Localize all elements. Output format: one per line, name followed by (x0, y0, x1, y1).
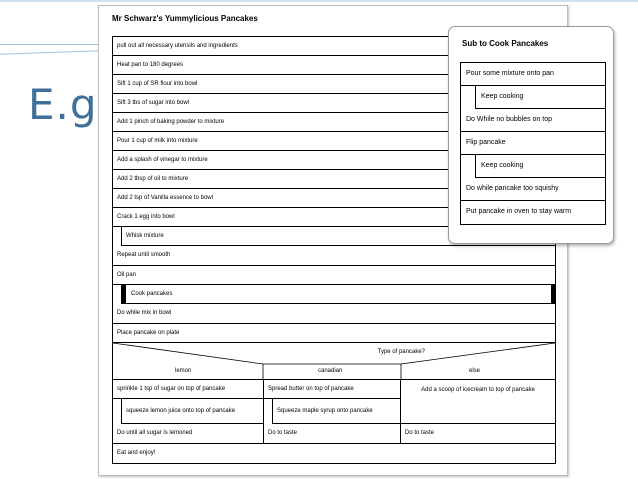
case-loop-condition: Do to taste (268, 430, 298, 436)
case-option-else: else (469, 368, 481, 374)
step: Heat pan to 180 degrees (113, 56, 555, 75)
case-columns: sprinkle 1 tsp of sugar on top of pancak… (113, 380, 555, 444)
sub-loop-body: Keep cooking (475, 86, 605, 109)
subprogram-title: Sub to Cook Pancakes (462, 39, 549, 48)
case-option-canadian: canadian (318, 368, 343, 374)
step: Crack 1 egg into bowl (113, 208, 555, 227)
loop-block: Whisk mixture Repeat until smooth (113, 227, 555, 266)
step: Sift 1 cup of SR flour into bowl (113, 75, 555, 94)
loop-condition: Repeat until smooth (117, 252, 171, 258)
sub-loop-body: Keep cooking (475, 155, 605, 178)
step: pull out all necessary utensils and ingr… (113, 37, 555, 56)
decorative-line (0, 50, 100, 55)
subprogram-bar-left (122, 285, 126, 303)
step: Add 1 pinch of baking powder to mixture (113, 113, 555, 132)
case-divider-lines (113, 343, 555, 380)
sub-loop-condition: Do While no bubbles on top (461, 109, 605, 132)
step: Add 2 tsp of Vanilla essence to bowl (113, 189, 555, 208)
subprogram-structure-diagram: Pour some mixture onto pan Keep cooking … (460, 62, 606, 225)
decorative-line (0, 44, 100, 45)
slide-heading: E.g. (28, 80, 112, 129)
case-loop-condition: Do to taste (405, 430, 435, 436)
sub-step: Flip pancake (461, 132, 605, 155)
step: Oil pan (113, 266, 555, 285)
step: Add a splash of vinegar to mixture (113, 151, 555, 170)
step: Pour 1 cup of milk into mixture (113, 132, 555, 151)
case-header: Type of pancake? lemon canadian else (113, 343, 555, 380)
case-inner-step: Squeeze maple syrup onto pancake (272, 399, 400, 424)
loop-condition: Do while mix in bowl (117, 310, 172, 316)
subprogram-call-block: Cook pancakes Do while mix in bowl (113, 285, 555, 324)
subprogram-bar-right (551, 285, 555, 303)
step: Add 2 tbsp of oil to mixture (113, 170, 555, 189)
case-step: sprinkle 1 tsp of sugar on top of pancak… (113, 380, 263, 399)
case-option-lemon: lemon (175, 368, 192, 374)
case-step: Spread butter on top of pancake (264, 380, 400, 399)
step: Place pancake on plate (113, 324, 555, 343)
step: Eat and enjoy! (117, 450, 156, 456)
case-column-canadian: Spread butter on top of pancake Squeeze … (264, 380, 401, 443)
case-question: Type of pancake? (377, 349, 425, 355)
sub-step: Put pancake in oven to stay warm (466, 208, 572, 215)
case-inner-step: squeeze lemon juice onto top of pancake (121, 399, 263, 424)
subprogram-call: Cook pancakes (121, 285, 555, 304)
case-column-lemon: sprinkle 1 tsp of sugar on top of pancak… (113, 380, 264, 443)
loop-body-step: Whisk mixture (121, 227, 555, 246)
document-title: Mr Schwarz's Yummylicious Pancakes (112, 14, 258, 23)
subprogram-call-label: Cook pancakes (131, 291, 173, 297)
main-structure-diagram: pull out all necessary utensils and ingr… (112, 36, 556, 464)
case-loop-condition: Do until all sugar is lemoned (117, 430, 193, 436)
case-step: Add a scoop of icecream to top of pancak… (401, 380, 555, 424)
case-column-else: Add a scoop of icecream to top of pancak… (401, 380, 555, 443)
slide-top-border (0, 0, 638, 2)
step: Sift 3 tbs of sugar into bowl (113, 94, 555, 113)
sub-loop-condition: Do while pancake too squishy (461, 178, 605, 201)
sub-step: Pour some mixture onto pan (461, 63, 605, 86)
